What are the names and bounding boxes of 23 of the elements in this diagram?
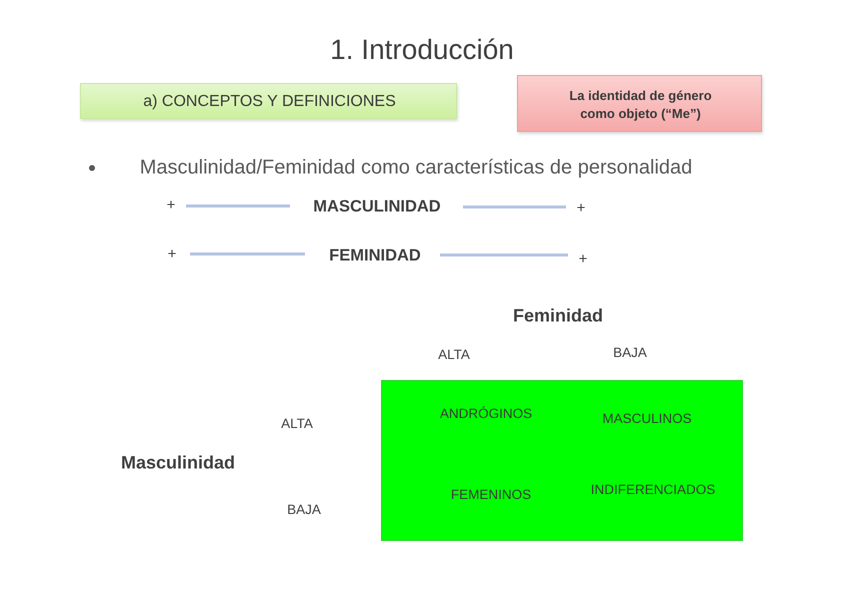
axis-title: Feminidad <box>513 306 603 326</box>
pole-sign: + <box>168 245 176 263</box>
category-label: ANDRÓGINOS <box>440 406 532 422</box>
scale-label: MASCULINIDAD <box>313 198 441 216</box>
note-text: La identidad de género como objeto (“Me”) <box>568 86 713 123</box>
level-label: ALTA <box>281 416 313 432</box>
category-label: INDIFERENCIADOS <box>590 482 716 498</box>
note-box <box>517 75 762 132</box>
section-heading: a) CONCEPTOS Y DEFINICIONES <box>143 92 396 112</box>
level-label: BAJA <box>287 502 321 518</box>
section-heading-box <box>80 83 457 119</box>
category-label: MASCULINOS <box>602 411 692 427</box>
scale-label: FEMINIDAD <box>329 246 421 266</box>
bullet-text: Masculinidad/Feminidad como características de personalidad <box>140 156 692 180</box>
slide-title: 1. Introducción <box>330 34 514 66</box>
pole-sign: + <box>578 250 588 268</box>
axis-title: Masculinidad <box>120 452 236 474</box>
level-label: BAJA <box>613 345 647 361</box>
pole-sign: + <box>166 196 176 214</box>
pole-sign: + <box>576 199 586 217</box>
category-grid <box>381 380 743 541</box>
category-label: FEMENINOS <box>450 487 532 503</box>
level-label: ALTA <box>438 347 470 363</box>
